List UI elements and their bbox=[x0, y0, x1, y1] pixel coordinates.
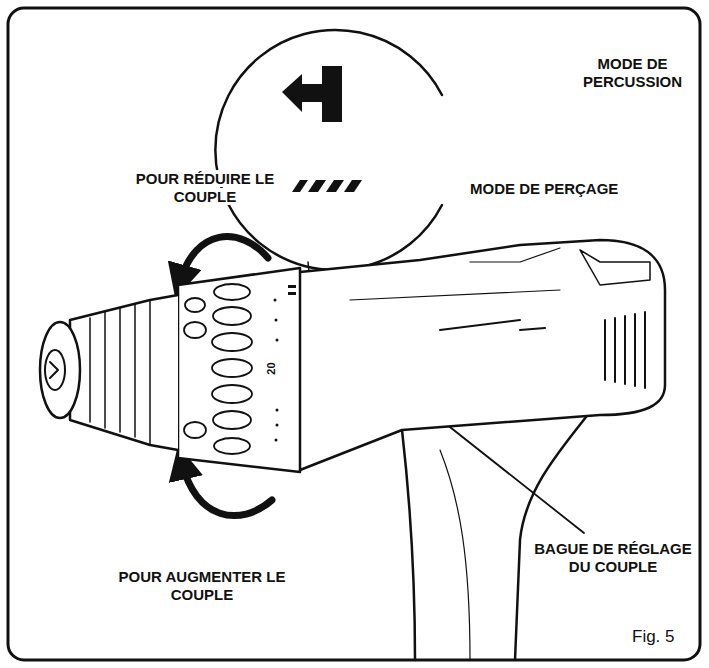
chuck bbox=[70, 295, 178, 450]
frame bbox=[8, 8, 700, 660]
rotation-arrow bbox=[182, 462, 272, 516]
drill-handle bbox=[440, 450, 470, 660]
drill-body bbox=[440, 320, 545, 330]
torque-collar bbox=[178, 268, 300, 472]
direction-label: POUR RÉDUIRE LE COUPLE bbox=[130, 170, 280, 206]
hammer-symbol bbox=[282, 66, 342, 122]
magnifier-circle bbox=[215, 30, 442, 270]
drill-mode-symbol bbox=[292, 180, 362, 192]
mode-label: MODE DE PERCUSSION bbox=[560, 55, 705, 91]
direction-label: POUR AUGMENTER LE COUPLE bbox=[119, 568, 286, 603]
drill-handle bbox=[402, 412, 590, 660]
scale-number: 20 bbox=[265, 362, 277, 374]
chuck-nose bbox=[45, 350, 65, 390]
vent-slots bbox=[605, 312, 645, 388]
bit-tip bbox=[50, 362, 58, 378]
mode-label: MODE DE PERCUSSION bbox=[583, 55, 682, 90]
part-label: BAGUE DE RÉGLAGE DU COUPLE bbox=[534, 540, 692, 575]
scale-number: 20 bbox=[265, 354, 278, 384]
figure-caption: Fig. 5 bbox=[632, 628, 675, 646]
part-label: BAGUE DE RÉGLAGE DU COUPLE bbox=[528, 540, 698, 576]
collar-ovals bbox=[184, 284, 252, 454]
mode-label: MODE DE PERÇAGE bbox=[470, 180, 695, 198]
direction-label: POUR RÉDUIRE LE COUPLE bbox=[136, 170, 274, 205]
scale-dots bbox=[274, 285, 297, 442]
chuck-nose bbox=[40, 322, 80, 418]
drill-body bbox=[300, 240, 665, 470]
chuck-ribs bbox=[90, 300, 150, 445]
figure-caption: Fig. 5 bbox=[632, 627, 675, 646]
mode-label: MODE DE PERÇAGE bbox=[470, 180, 618, 197]
direction-label: POUR AUGMENTER LE COUPLE bbox=[112, 568, 292, 604]
direction-switch bbox=[580, 250, 650, 285]
drill-body bbox=[350, 248, 560, 300]
